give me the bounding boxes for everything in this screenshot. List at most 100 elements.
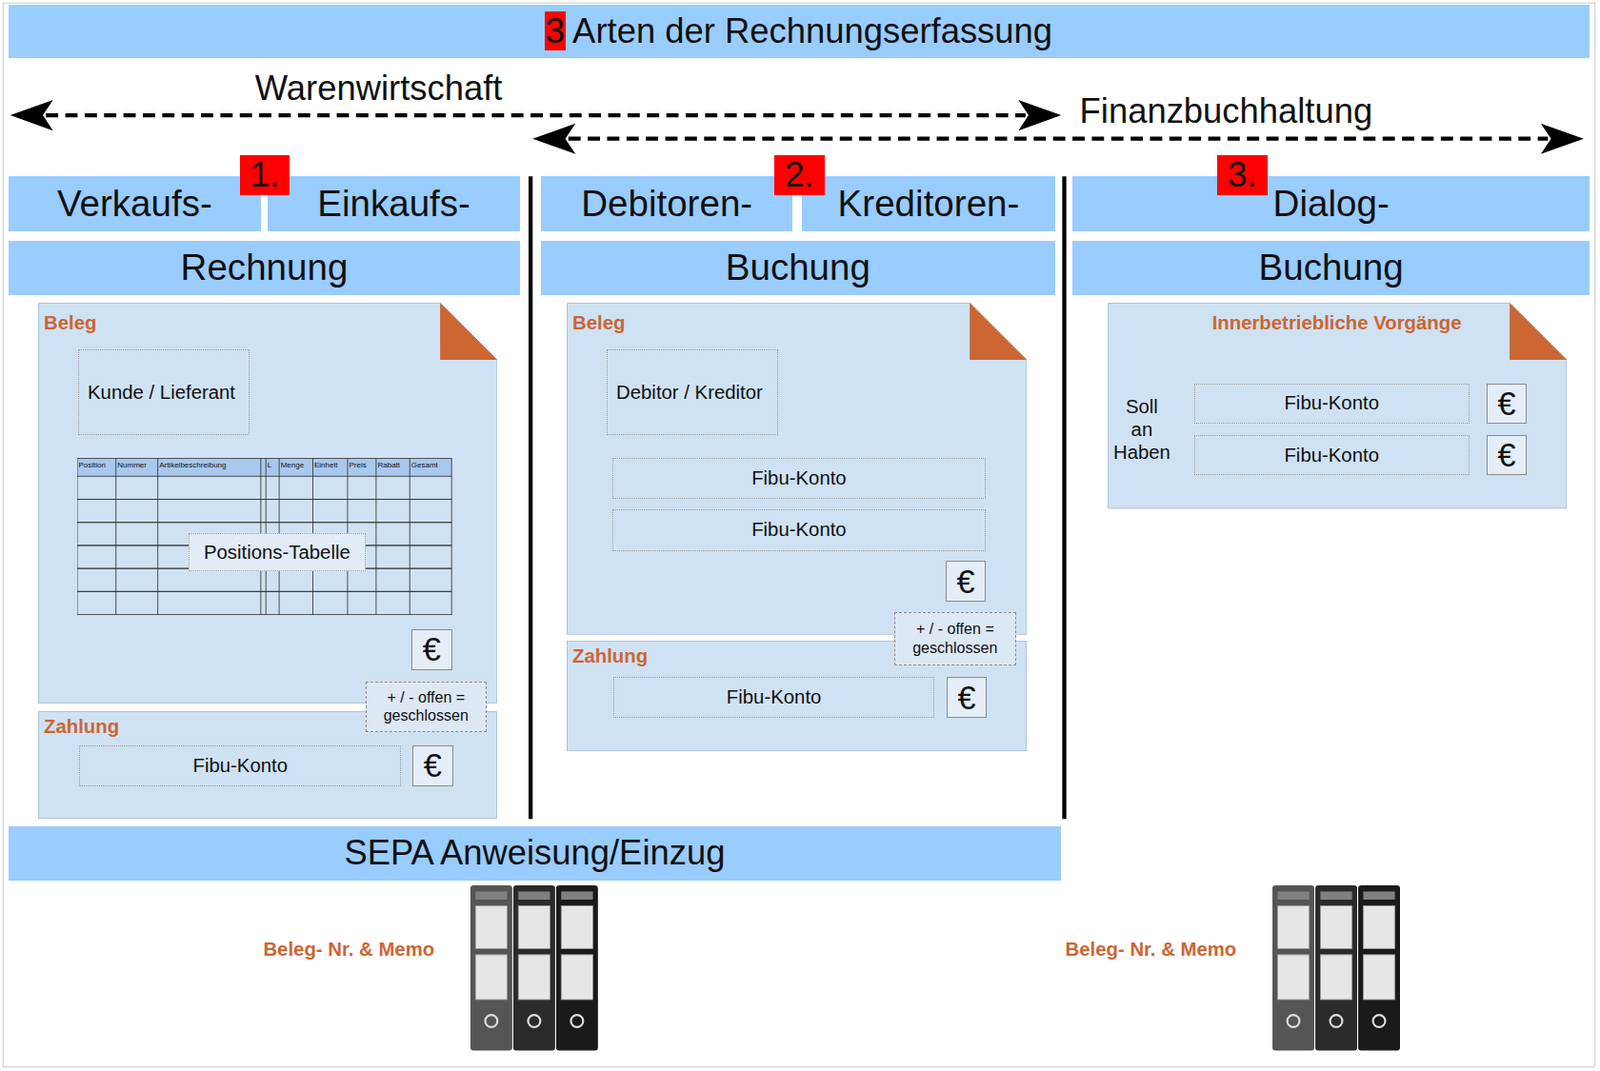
binder [470, 885, 513, 1052]
title-text: 3 Arten der Rechnungserfassung [545, 11, 1053, 52]
status-text: + / - offen = geschlossen [370, 688, 483, 726]
currency-symbol: € [423, 749, 442, 782]
sheet-heading: Innerbetriebliche Vorgänge [1212, 312, 1462, 335]
arrow-head [1018, 100, 1061, 131]
table-caption: Positions-Tabelle [188, 533, 366, 572]
currency-symbol: € [957, 565, 976, 599]
section-label: Warenwirtschaft [255, 68, 503, 109]
panel-heading: Zahlung [572, 645, 648, 668]
band-text: Dialog- [1273, 182, 1390, 225]
field-text: Fibu-Konto [1283, 444, 1380, 467]
table-header-cell: Rabatt [377, 461, 400, 470]
divider-line [528, 176, 533, 820]
callout-number: 3. [1227, 158, 1257, 193]
status-box: + / - offen = geschlossen [894, 612, 1018, 666]
header-band: SEPA Anweisung/Einzug [8, 826, 1062, 881]
table-row-line [77, 476, 452, 478]
field-box: Kunde / Lieferant [78, 349, 250, 436]
field-box: Debitor / Kreditor [606, 349, 779, 436]
band-text: Verkaufs- [57, 182, 213, 225]
band-text: Buchung [725, 246, 871, 289]
header-band: Kreditoren- [801, 176, 1056, 232]
callout-number: 1. [250, 158, 280, 193]
table-header-cell: Menge [280, 461, 305, 470]
account-field: Fibu-Konto [1194, 435, 1470, 476]
account-field: Fibu-Konto [612, 458, 986, 500]
status-box: + / - offen = geschlossen [365, 681, 488, 734]
document-sheet: BelegKunde / LieferantPositions-TabelleP… [38, 302, 498, 704]
section-label: Finanzbuchhaltung [1080, 91, 1374, 132]
currency-symbol: € [1497, 439, 1516, 472]
header-band: Verkaufs- [8, 176, 262, 232]
table-header-cell: Preis [348, 461, 366, 470]
band-text: Rechnung [180, 246, 349, 289]
archive-note: Beleg- Nr. & Memo [1065, 939, 1238, 961]
account-field: Fibu-Konto [613, 677, 936, 719]
amount-box: € [412, 745, 454, 787]
arrow-head [10, 100, 54, 131]
title-band: 3 Arten der Rechnungserfassung [8, 4, 1591, 59]
callout-box: 3. [1217, 155, 1268, 196]
amount-box: € [1486, 435, 1527, 476]
field-text: Fibu-Konto [192, 755, 288, 778]
field-text: Kunde / Lieferant [87, 381, 236, 404]
binder-set [470, 885, 599, 1052]
binder [513, 885, 556, 1052]
booking-direction: Soll an Haben [1113, 395, 1171, 465]
divider-line [1061, 176, 1066, 820]
sheet-shape [38, 303, 497, 704]
document-sheet: Innerbetriebliche VorgängeFibu-Konto € Fib… [1107, 302, 1567, 509]
header-band: Buchung [1072, 240, 1590, 296]
table-header-cell: Position [78, 461, 106, 470]
field-text: Debitor / Kreditor [616, 381, 763, 404]
band-text: Buchung [1259, 246, 1404, 289]
band-text: SEPA Anweisung/Einzug [343, 833, 725, 874]
table-header-cell: L [267, 461, 272, 470]
header-band: Buchung [540, 240, 1056, 296]
band-text: Einkaufs- [317, 182, 471, 225]
binder [1315, 885, 1358, 1052]
band-text: Debitoren- [580, 182, 753, 225]
dashed-arrow-line [568, 137, 1549, 141]
field-text: Fibu-Konto [751, 467, 847, 490]
table-header-cell: Artikelbeschreibung [159, 461, 226, 470]
dashed-arrow-line [45, 113, 1026, 118]
table-row-line [77, 521, 452, 523]
field-text: Fibu-Konto [751, 519, 847, 541]
folded-corner [440, 302, 498, 360]
table-header-row [77, 458, 452, 477]
header-band: Einkaufs- [267, 176, 521, 232]
table-row-line [77, 614, 452, 616]
binder-set [1272, 885, 1400, 1052]
amount-box: € [945, 560, 986, 602]
archive-note: Beleg- Nr. & Memo [262, 939, 435, 961]
binder [1358, 885, 1400, 1052]
table-row-line [77, 499, 452, 500]
field-text: Fibu-Konto [726, 686, 822, 709]
currency-symbol: € [1497, 387, 1516, 420]
account-field: Fibu-Konto [612, 509, 986, 552]
binder [1272, 885, 1315, 1052]
table-header-cell: Nummer [117, 461, 147, 470]
binder [556, 885, 599, 1052]
currency-symbol: € [422, 633, 441, 666]
status-text: + / - offen = geschlossen [899, 620, 1013, 658]
callout-box: 2. [774, 155, 825, 196]
table-row-line [77, 499, 452, 500]
table-row-line [77, 521, 452, 523]
table-row-line [77, 591, 452, 593]
header-band: Rechnung [8, 240, 521, 296]
folded-corner [1509, 302, 1567, 360]
arrow-head [1540, 123, 1584, 155]
account-field: Fibu-Konto [1194, 383, 1470, 424]
amount-box: € [1486, 383, 1527, 424]
currency-symbol: € [958, 681, 977, 715]
band-text: Kreditoren- [838, 182, 1020, 225]
header-band: Dialog- [1072, 176, 1590, 232]
sheet-heading: Beleg [572, 312, 625, 335]
table-header-cell: Gesamt [411, 461, 439, 470]
account-field: Fibu-Konto [79, 745, 401, 787]
amount-box: € [411, 629, 453, 671]
